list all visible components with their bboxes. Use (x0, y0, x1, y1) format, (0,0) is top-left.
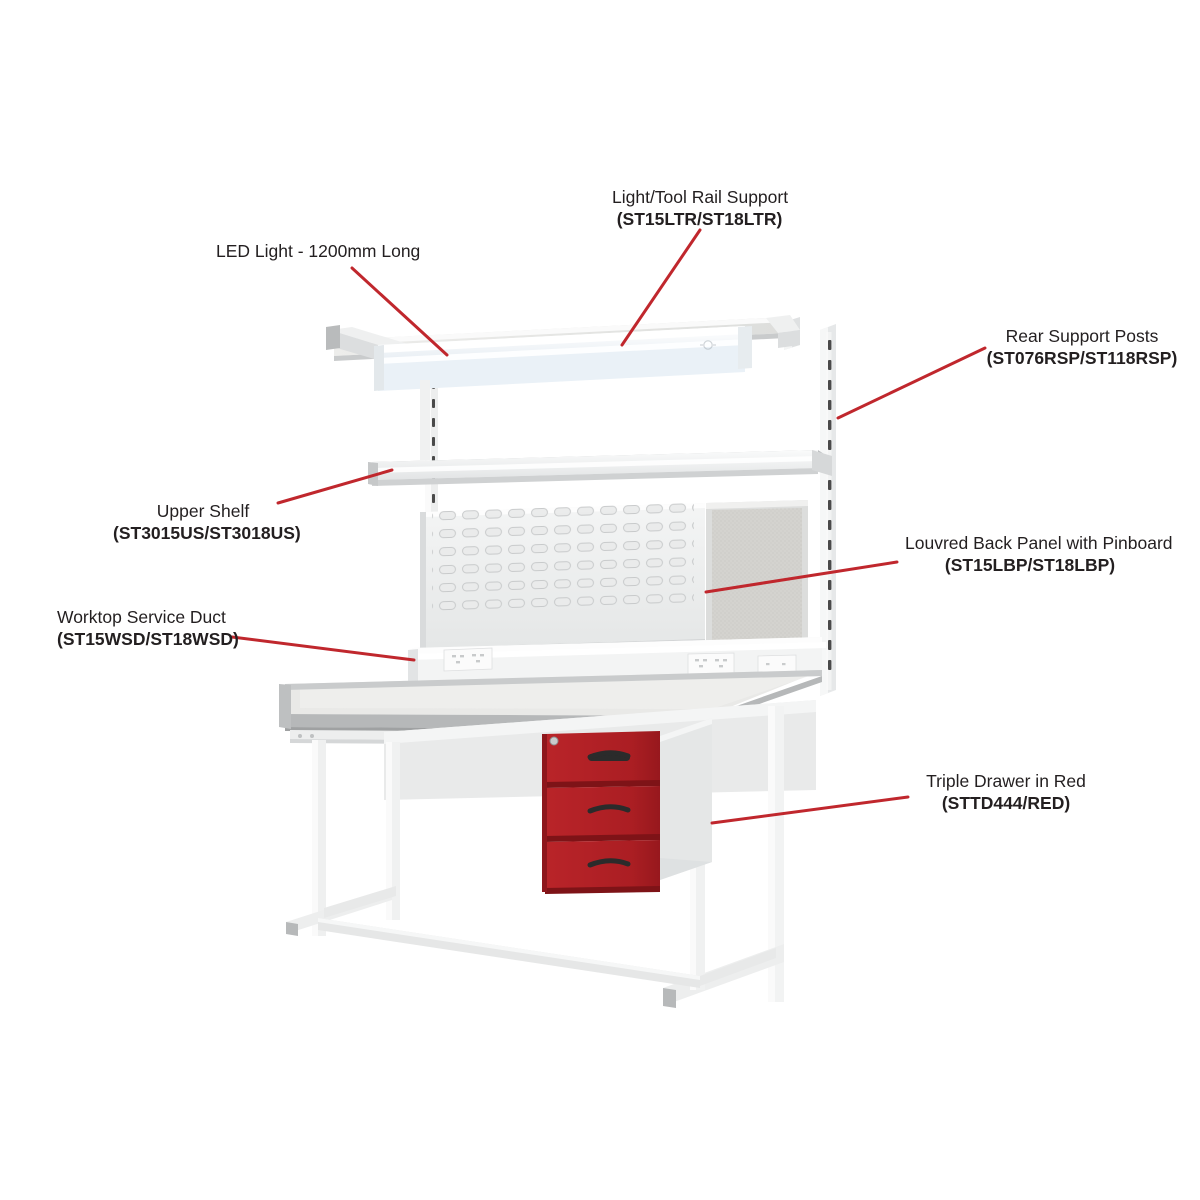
callout-code: (ST15LTR/ST18LTR) (616, 209, 783, 230)
pinboard-section (706, 500, 808, 646)
leader-line-upper-shelf (276, 468, 394, 505)
leader-line-light-tool-rail-support (620, 228, 702, 347)
leader-line-triple-drawer-red (710, 795, 910, 825)
callout-upper-shelf: Upper Shelf (ST3015US/ST3018US) (113, 500, 301, 545)
callout-led-light: LED Light - 1200mm Long (216, 240, 421, 262)
callout-code: (STTD444/RED) (941, 793, 1071, 814)
callout-code: (ST3015US/ST3018US) (113, 523, 301, 544)
socket-outlet (687, 652, 735, 676)
drawer-bottom[interactable] (545, 840, 660, 894)
leader-line-louvred-back-panel (704, 560, 899, 594)
callout-light-tool-rail-support: Light/Tool Rail Support (ST15LTR/ST18LTR… (612, 186, 789, 231)
drawer-middle[interactable] (545, 786, 660, 842)
callout-title: Rear Support Posts (1005, 326, 1159, 346)
callout-louvred-back-panel: Louvred Back Panel with Pinboard (ST15LB… (905, 532, 1173, 577)
leader-lines (230, 228, 987, 825)
upper-shelf (368, 450, 832, 486)
triple-drawer-unit (542, 718, 712, 894)
rear-support-post-right (820, 324, 836, 696)
callout-code: (ST076RSP/ST118RSP) (986, 348, 1178, 369)
leader-line-led-light (350, 266, 449, 357)
callout-triple-drawer-red: Triple Drawer in Red (STTD444/RED) (922, 770, 1090, 815)
louvred-back-panel (420, 495, 808, 657)
leader-line-worktop-service-duct (230, 635, 416, 662)
callout-title: Upper Shelf (156, 501, 250, 521)
led-light-fixture (374, 326, 752, 460)
callout-title: Worktop Service Duct (57, 607, 226, 627)
callout-code: (ST15WSD/ST18WSD) (57, 629, 239, 650)
socket-outlet (443, 647, 493, 672)
callout-title: LED Light - 1200mm Long (216, 241, 421, 261)
drawer-top[interactable] (545, 731, 660, 788)
leader-line-rear-support-posts (836, 346, 987, 420)
callout-rear-support-posts: Rear Support Posts (ST076RSP/ST118RSP) (984, 325, 1180, 370)
callout-code: (ST15LBP/ST18LBP) (944, 555, 1116, 576)
callout-title: Louvred Back Panel with Pinboard (905, 533, 1173, 553)
callout-worktop-service-duct: Worktop Service Duct (ST15WSD/ST18WSD) (57, 606, 239, 651)
callout-title: Light/Tool Rail Support (612, 187, 789, 207)
callout-title: Triple Drawer in Red (926, 771, 1086, 791)
